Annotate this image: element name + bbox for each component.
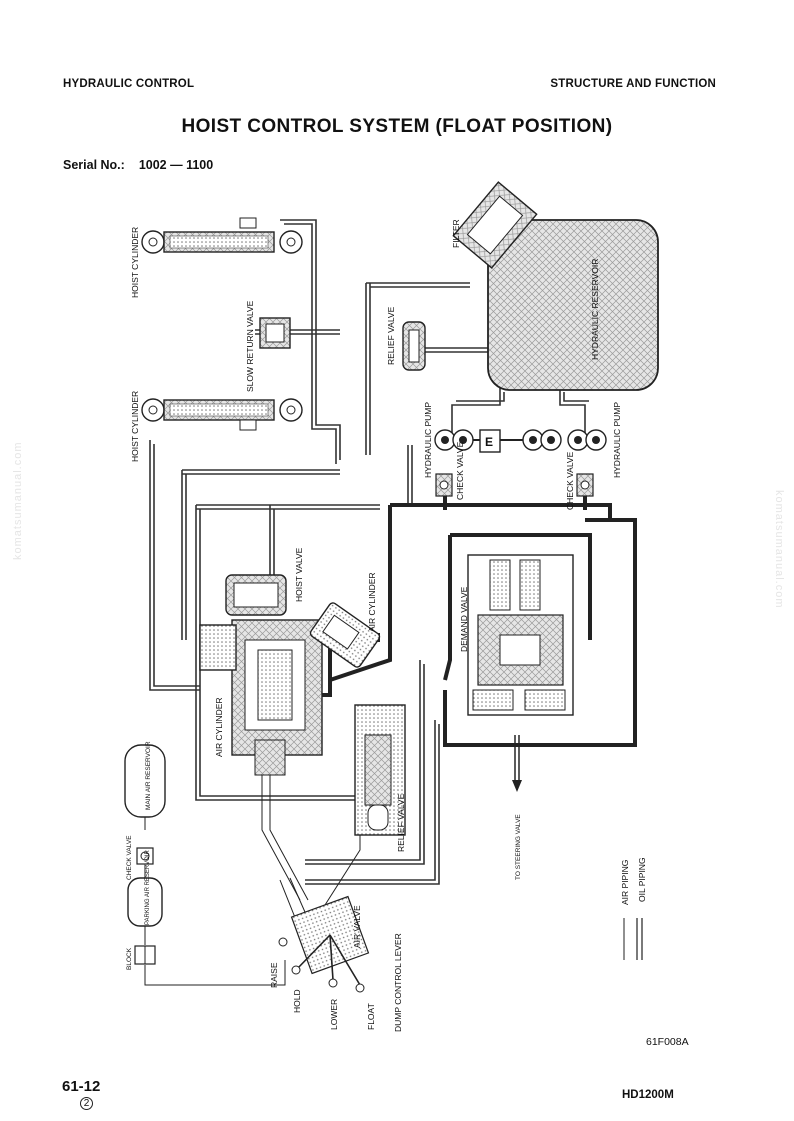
label-check-valve-right: CHECK VALVE <box>565 451 575 510</box>
label-demand-valve: DEMAND VALVE <box>459 586 469 652</box>
label-air-cylinder-bottom: AIR CYLINDER <box>214 697 224 757</box>
oil-piping <box>149 219 589 885</box>
label-hoist-cylinder-top: HOIST CYLINDER <box>130 227 140 298</box>
air-cylinder-top <box>309 602 381 668</box>
label-to-steering-valve: TO STEERING VALVE <box>515 814 522 880</box>
hydraulic-pump-left <box>434 429 474 451</box>
label-air-valve: AIR VALVE <box>352 905 362 948</box>
section-title: HYDRAULIC CONTROL <box>63 78 195 90</box>
hoist-valve <box>225 574 323 776</box>
hydraulic-pump-right <box>567 429 607 451</box>
label-relief-valve-bottom: RELIEF VALVE <box>396 793 406 852</box>
steering-arrow <box>512 780 522 792</box>
label-air-check-valve: CHECK VALVE <box>126 835 133 880</box>
piping-legend <box>623 918 643 960</box>
label-relief-valve-top: RELIEF VALVE <box>386 306 396 365</box>
label-filter: FILTER <box>451 219 461 248</box>
relief-valve-top <box>402 321 426 371</box>
label-hydraulic-tank: HYDRAULIC RESERVOIR <box>590 259 600 360</box>
check-valve-right <box>576 473 594 497</box>
label-air-cylinder-top: AIR CYLINDER <box>367 572 377 632</box>
page-number: 61-12 <box>62 1078 101 1095</box>
main-air-reservoir <box>124 744 166 818</box>
parking-air-reservoir <box>127 877 163 927</box>
serial-value: 1002 — 1100 <box>138 158 214 172</box>
label-hydraulic-pump-right: HYDRAULIC PUMP <box>612 402 622 478</box>
label-hold: HOLD <box>292 989 302 1013</box>
filter <box>452 181 538 269</box>
serial-label: Serial No.: <box>63 158 125 172</box>
label-hoist-valve: HOIST VALVE <box>294 547 304 602</box>
label-slow-return-valve: SLOW RETURN VALVE <box>245 300 255 392</box>
dump-control-lever <box>278 895 370 993</box>
label-hydraulic-pump-left: HYDRAULIC PUMP <box>423 402 433 478</box>
air-check-valve <box>136 847 154 865</box>
label-dump-control-lever: DUMP CONTROL LEVER <box>393 933 403 1032</box>
figure-code: 61F008A <box>646 1036 689 1048</box>
page-title: HOIST CONTROL SYSTEM (FLOAT POSITION) <box>181 116 613 137</box>
relief-valve-bottom <box>354 704 406 836</box>
model-name: HD1200M <box>622 1089 674 1101</box>
air-block <box>134 945 156 965</box>
serial-number: Serial No.: 1002 — 1100 <box>63 158 213 172</box>
label-parking-air-reservoir: PARKING AIR RESERVOIR <box>145 850 151 925</box>
slow-return-valve <box>259 317 291 349</box>
demand-valve <box>467 554 574 716</box>
label-lower: LOWER <box>329 999 339 1030</box>
hydraulic-tank <box>487 219 659 391</box>
hoist-cylinder-top <box>141 217 303 254</box>
revision-mark: 2 <box>80 1097 93 1110</box>
label-check-valve-left: CHECK VALVE <box>455 441 465 500</box>
legend-oil-piping: OIL PIPING <box>637 857 647 902</box>
label-hoist-cylinder-bottom: HOIST CYLINDER <box>130 391 140 462</box>
hoist-cylinder-bottom <box>141 398 303 431</box>
label-main-air-reservoir: MAIN AIR RESERVOIR <box>145 741 152 810</box>
label-block: BLOCK <box>126 947 133 970</box>
engine-label: E <box>485 435 493 449</box>
air-cylinder-left <box>199 624 237 671</box>
chapter-title: STRUCTURE AND FUNCTION <box>550 78 716 90</box>
check-valve-left <box>435 473 453 497</box>
legend-air-piping: AIR PIPING <box>620 860 630 905</box>
label-raise: RAISE <box>269 962 279 988</box>
label-float: FLOAT <box>366 1003 376 1030</box>
hydraulic-pump-middle <box>522 429 562 451</box>
